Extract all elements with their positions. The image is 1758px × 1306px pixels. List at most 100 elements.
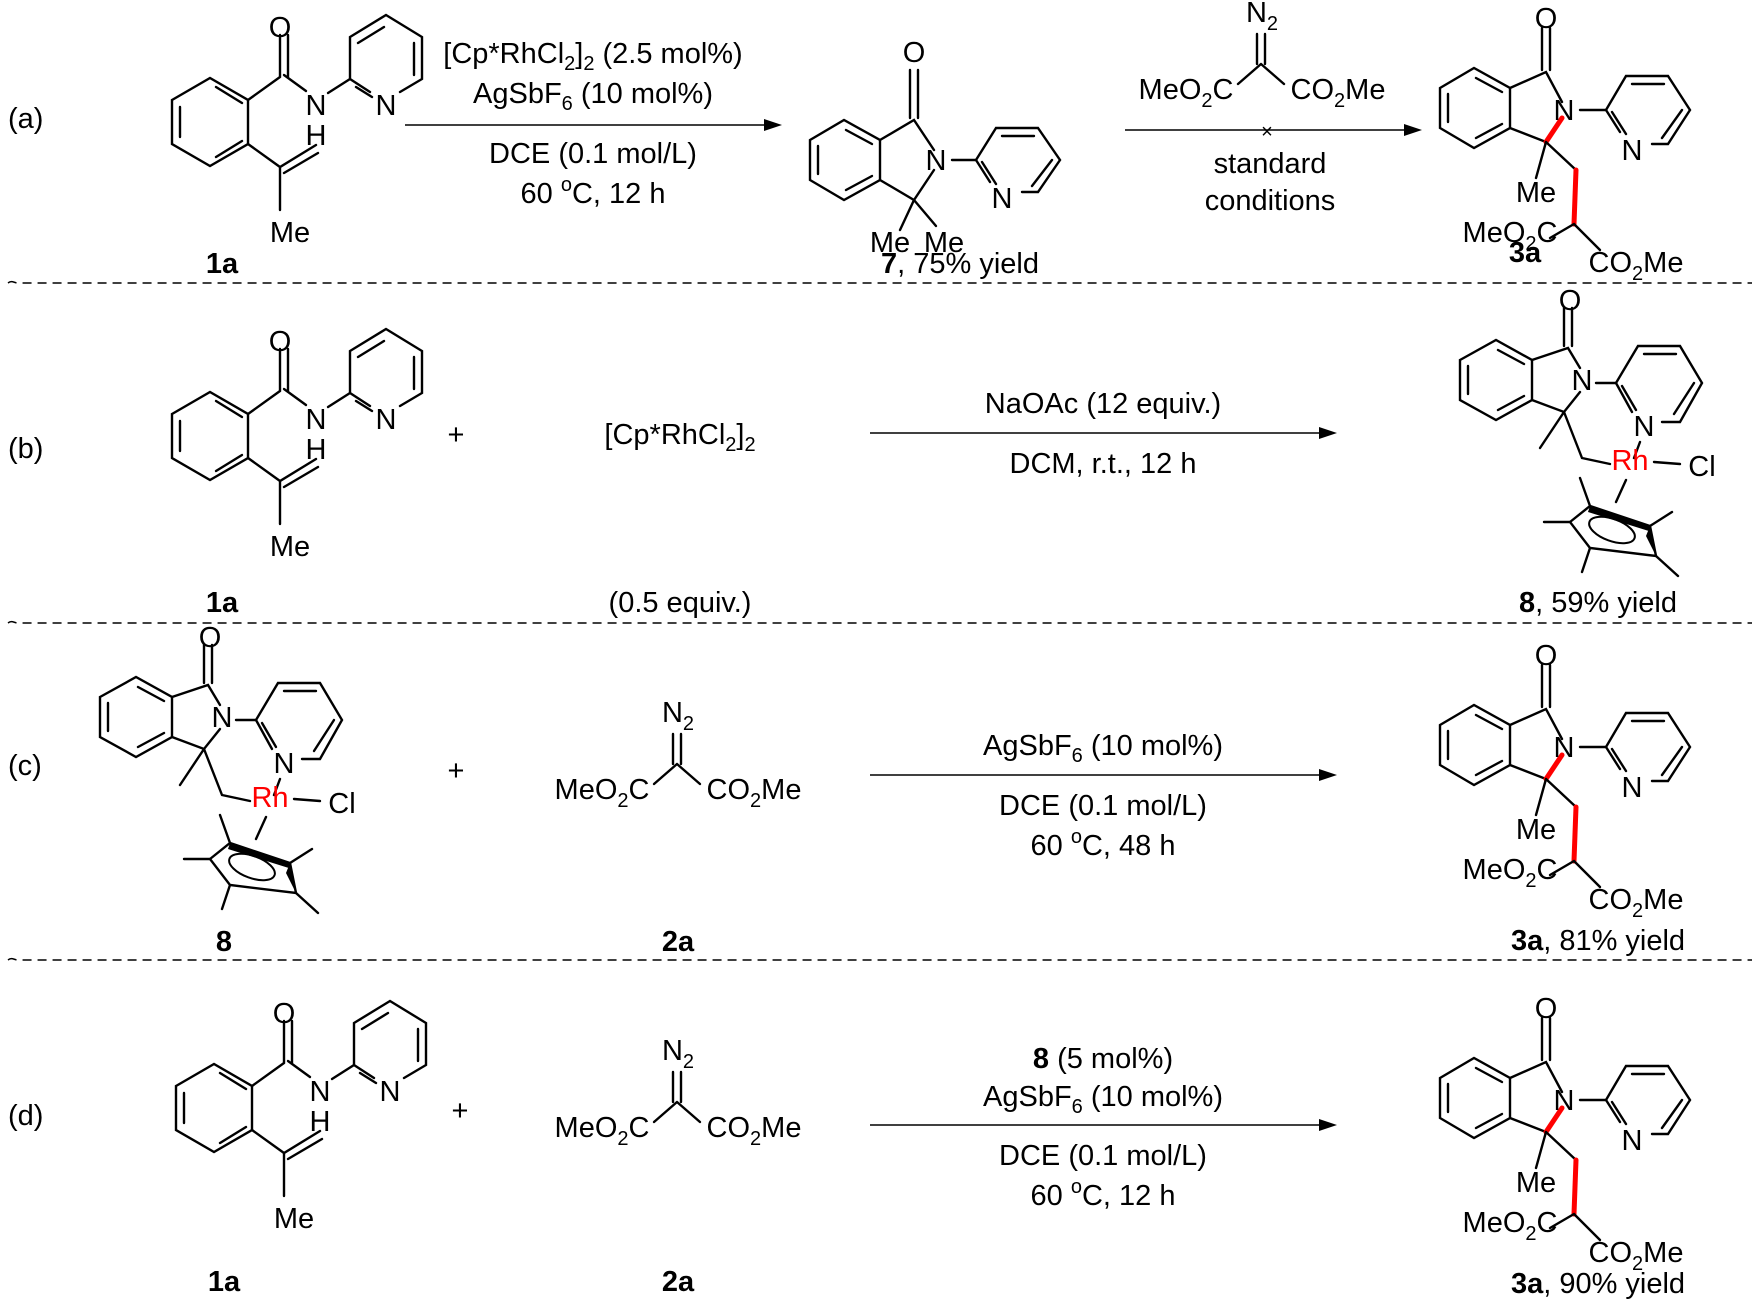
- ester-group: MeO2C: [555, 1112, 650, 1150]
- compound-label: 2a: [662, 926, 695, 958]
- bond: [1544, 1130, 1578, 1162]
- bond: [326, 77, 352, 95]
- bond: [980, 134, 1054, 188]
- atom-o: O: [1535, 640, 1558, 672]
- bond: [330, 1063, 356, 1081]
- bond: [352, 999, 428, 1080]
- condition-solvent: DCE (0.1 mol/L): [489, 138, 697, 170]
- cp-ring: [1568, 504, 1658, 558]
- condition-additive: AgSbF6 (10 mol%): [473, 78, 713, 115]
- bond: [1620, 352, 1696, 416]
- bond: [1540, 663, 1552, 709]
- atom-n: N: [1554, 95, 1575, 127]
- atom-h: H: [310, 1106, 331, 1138]
- blocked-icon: ×: [1261, 121, 1273, 143]
- condition-solvent: DCE (0.1 mol/L): [999, 1140, 1207, 1172]
- atom-me: Me: [924, 227, 964, 259]
- cp-aromatic-circle: [1588, 515, 1636, 545]
- condition-catalyst: [Cp*RhCl2]2 (2.5 mol%): [443, 38, 742, 75]
- ester-group: CO2Me: [1589, 247, 1684, 285]
- atom-n: N: [1554, 732, 1575, 764]
- atom-me: Me: [1516, 814, 1556, 846]
- bond: [1508, 707, 1564, 781]
- bond: [1604, 711, 1692, 783]
- bond: [1446, 1066, 1504, 1130]
- bond: [1562, 306, 1574, 348]
- panel-label: (a): [8, 103, 43, 135]
- atom-n: N: [1554, 1085, 1575, 1117]
- bond: [1508, 1060, 1564, 1134]
- panel-label: (d): [8, 1100, 43, 1132]
- condition-additive: AgSbF6 (10 mol%): [983, 1081, 1223, 1118]
- cp-ring-wedge: [1588, 506, 1656, 556]
- bond: [1614, 478, 1628, 504]
- cp-ring: [208, 841, 298, 895]
- atom-cl: Cl: [328, 788, 355, 820]
- cp-aromatic-circle: [228, 852, 276, 882]
- condition-temperature: 60 oC, 48 h: [1031, 826, 1176, 862]
- condition-base: NaOAc (12 equiv.): [985, 388, 1221, 420]
- bond: [908, 68, 920, 120]
- atom-me: Me: [870, 227, 910, 259]
- atom-n: N: [1634, 411, 1655, 443]
- reaction-arrow: [870, 769, 1337, 781]
- reaction-arrow: [870, 1119, 1337, 1131]
- condition-solvent: DCM, r.t., 12 h: [1010, 448, 1197, 480]
- atom-n: N: [992, 183, 1013, 215]
- atom-me: Me: [270, 217, 310, 249]
- bond: [974, 126, 1062, 194]
- bond: [254, 681, 344, 761]
- panel-label: (b): [8, 433, 43, 465]
- atom-n: N: [1622, 135, 1643, 167]
- bond: [178, 399, 244, 473]
- bond: [182, 1071, 248, 1145]
- bond: [260, 689, 336, 753]
- ester-group: MeO2C: [1463, 217, 1558, 255]
- diazo-group: N2: [1246, 0, 1278, 35]
- atom-h: H: [306, 434, 327, 466]
- bond: [354, 339, 416, 413]
- bond: [202, 643, 214, 685]
- bond: [1540, 1016, 1552, 1062]
- bond: [254, 815, 268, 841]
- condition-temperature: 60 oC, 12 h: [1031, 1176, 1176, 1212]
- compound-label: 1a: [208, 1266, 241, 1298]
- ester-group: CO2Me: [1589, 884, 1684, 922]
- bond: [652, 762, 702, 786]
- ester-group: CO2Me: [1291, 74, 1386, 112]
- bond: [246, 347, 290, 416]
- bond: [1604, 74, 1692, 146]
- atom-o: O: [273, 998, 296, 1030]
- compound-label: 8, 59% yield: [1519, 587, 1677, 619]
- bond: [1534, 1130, 1548, 1170]
- atom-o: O: [1535, 3, 1558, 35]
- plus-sign: +: [452, 1095, 469, 1127]
- atom-n: N: [1572, 365, 1593, 397]
- panel-divider: [7, 620, 1752, 624]
- bond: [182, 813, 320, 915]
- atom-me: Me: [1516, 177, 1556, 209]
- bond: [272, 777, 282, 797]
- compound-label: 8: [216, 926, 232, 958]
- new-bond-highlight: [1571, 167, 1579, 227]
- cp-ring-wedge: [228, 843, 296, 893]
- atom-n: N: [1622, 1125, 1643, 1157]
- bond: [1438, 703, 1512, 787]
- bond: [1544, 777, 1578, 809]
- bond: [1458, 338, 1534, 422]
- bond: [1614, 344, 1704, 424]
- bond: [1540, 26, 1552, 72]
- bond: [98, 675, 174, 759]
- atom-me: Me: [270, 531, 310, 563]
- bond: [1438, 66, 1512, 150]
- bond: [1610, 719, 1684, 777]
- reaction-arrow-blocked: ×: [1125, 121, 1422, 143]
- ester-group: CO2Me: [707, 1112, 802, 1150]
